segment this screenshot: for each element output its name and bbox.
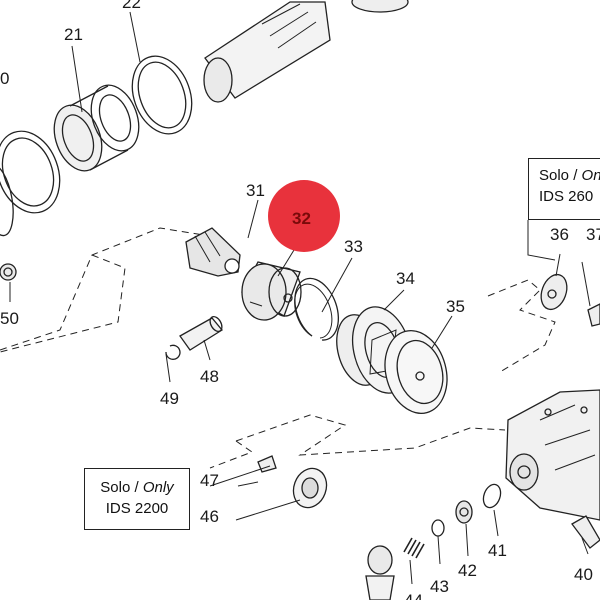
- highlight-32-circle: [268, 180, 340, 252]
- callout-31: 31: [246, 181, 265, 200]
- part-50-nut: [0, 263, 17, 281]
- gearbox-housing: [505, 389, 600, 521]
- callout-35: 35: [446, 297, 465, 316]
- bevel-gear: [365, 545, 395, 600]
- callout-40: 40: [574, 565, 593, 584]
- note-right-only: On: [581, 167, 600, 184]
- callout-34: 34: [396, 269, 415, 288]
- callout-46: 46: [200, 507, 219, 526]
- callout-43: 43: [430, 577, 449, 596]
- callout-0: 0: [0, 69, 9, 88]
- part-49-clip: [165, 344, 181, 360]
- note-left-solo: Solo: [100, 479, 131, 496]
- part-40-bolt: [571, 515, 600, 549]
- part-35-plate: [384, 330, 448, 414]
- part-32-hub: [241, 261, 302, 321]
- part-44-spring: [403, 537, 425, 559]
- callout-42: 42: [458, 561, 477, 580]
- note-box-ids-2600: Solo / On IDS 260: [528, 158, 600, 220]
- note-left-sep: /: [130, 479, 143, 496]
- note-right-sep: /: [569, 167, 582, 184]
- callout-37: 37: [586, 225, 600, 244]
- callout-49: 49: [160, 389, 179, 408]
- note-right-bracket: [527, 220, 556, 261]
- assembly-outline-upper: [0, 227, 556, 373]
- part-46-flange: [292, 467, 328, 509]
- part-22-ring: [131, 55, 193, 135]
- part-36-washer: [540, 273, 568, 311]
- drive-shaft: [203, 0, 409, 103]
- callout-32: 32: [292, 209, 311, 228]
- callout-22: 22: [122, 0, 141, 12]
- note-right-solo: Solo: [539, 167, 570, 184]
- part-48-pin: [179, 315, 223, 351]
- callout-47: 47: [200, 471, 219, 490]
- note-right-line1: Solo / On: [539, 165, 600, 186]
- note-right-model: IDS 260: [539, 188, 594, 205]
- callout-44: 44: [404, 591, 423, 600]
- part-41-oring: [482, 483, 502, 509]
- callout-33: 33: [344, 237, 363, 256]
- leader-lines: [9, 11, 591, 585]
- callout-41: 41: [488, 541, 507, 560]
- part-20-ring: [0, 130, 61, 237]
- part-37-screw: [587, 303, 600, 327]
- callout-36: 36: [550, 225, 569, 244]
- part-42-seal: [455, 500, 473, 524]
- note-left-only: Only: [142, 479, 174, 496]
- note-left-model: IDS 2200: [105, 500, 169, 517]
- callout-48: 48: [200, 367, 219, 386]
- part-43-washer: [431, 519, 445, 537]
- part-21-bearing: [53, 84, 140, 172]
- callout-21: 21: [64, 25, 83, 44]
- note-box-ids-2200: Solo / Only IDS 2200: [84, 468, 190, 530]
- part-31-yoke: [185, 227, 241, 277]
- assembly-outline-lower: [209, 414, 506, 469]
- note-left-line1: Solo / Only: [85, 477, 189, 498]
- part-33-circlip: [294, 277, 340, 341]
- callout-50: 50: [0, 309, 19, 328]
